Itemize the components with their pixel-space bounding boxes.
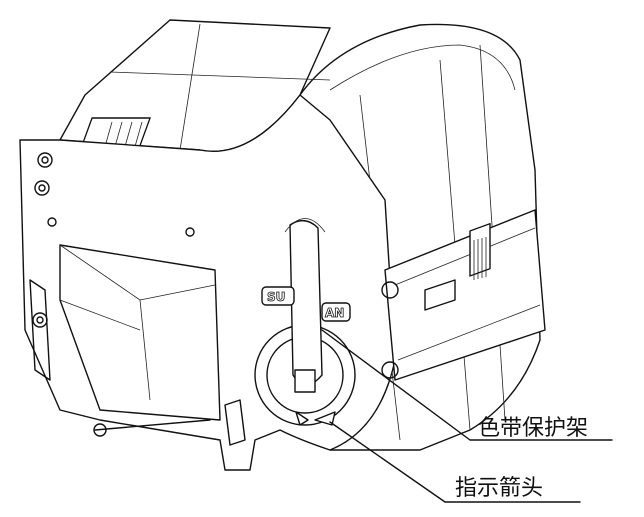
- front-plate: [19, 94, 396, 471]
- label-ribbon-guard: 色带保护架: [478, 416, 589, 441]
- label-indicator-arrow: 指示箭头: [455, 476, 544, 501]
- ribbon-guard-part: [254, 218, 356, 426]
- svg-text:AN: AN: [325, 306, 344, 320]
- logo-plate: SU AN: [261, 286, 351, 322]
- leader-line-indicator-arrow: [329, 421, 581, 503]
- leader-line-ribbon-guard: [321, 329, 613, 441]
- side-clip: [381, 209, 546, 381]
- svg-text:SU: SU: [267, 290, 285, 304]
